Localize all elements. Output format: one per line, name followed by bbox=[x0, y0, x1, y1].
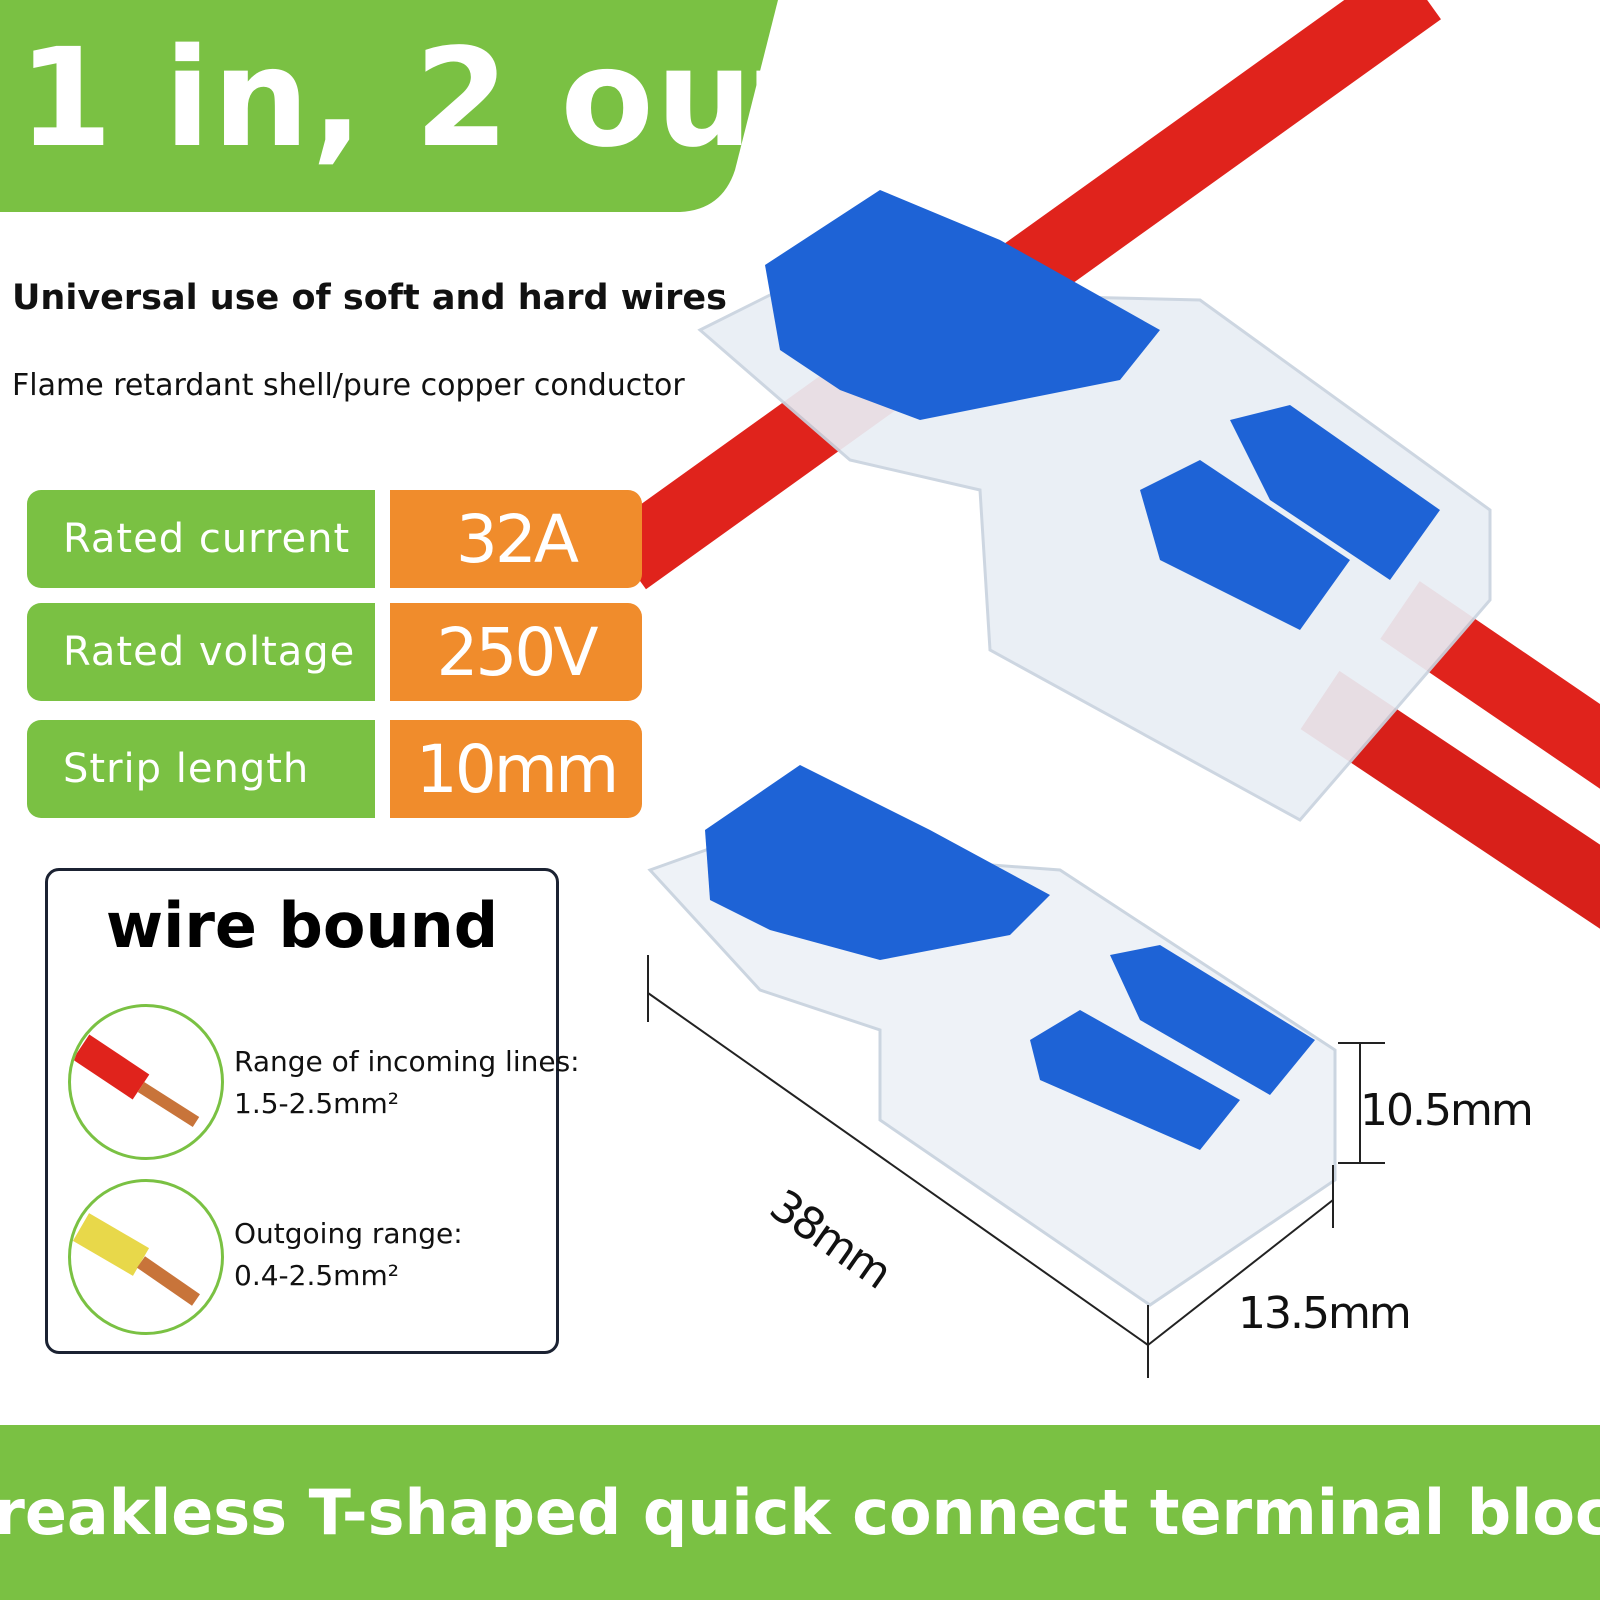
wire-bound-panel: wire bound Range of incoming lines: 1.5-… bbox=[45, 868, 580, 1354]
connector-bottom bbox=[647, 765, 1337, 1307]
yellow-wire-image bbox=[68, 1179, 224, 1335]
red-wire-image bbox=[68, 1004, 224, 1160]
spec-label-strip: Strip length bbox=[27, 720, 375, 818]
outgoing-range: Outgoing range: 0.4-2.5mm² bbox=[234, 1213, 463, 1297]
spec-label-voltage: Rated voltage bbox=[27, 603, 375, 701]
connector-top bbox=[697, 190, 1492, 822]
spec-value-strip: 10mm bbox=[390, 720, 642, 818]
incoming-label: Range of incoming lines: bbox=[234, 1045, 580, 1078]
headline-title: 1 in, 2 out bbox=[18, 20, 822, 178]
dimension-width: 13.5mm bbox=[1238, 1288, 1412, 1339]
dimension-height: 10.5mm bbox=[1360, 1085, 1534, 1136]
footer-caption: Breakless T-shaped quick connect termina… bbox=[0, 1425, 1600, 1600]
wire-bound-title: wire bound bbox=[105, 889, 499, 962]
outgoing-value: 0.4-2.5mm² bbox=[234, 1259, 399, 1292]
spec-value-voltage: 250V bbox=[390, 603, 642, 701]
dimension-lines bbox=[647, 955, 1385, 1378]
incoming-range: Range of incoming lines: 1.5-2.5mm² bbox=[234, 1041, 580, 1125]
feature-detail: Flame retardant shell/pure copper conduc… bbox=[12, 368, 685, 403]
outgoing-label: Outgoing range: bbox=[234, 1217, 463, 1250]
feature-headline: Universal use of soft and hard wires bbox=[12, 278, 727, 318]
spec-value-current: 32A bbox=[390, 490, 642, 588]
spec-label-current: Rated current bbox=[27, 490, 375, 588]
header-banner bbox=[0, 0, 778, 212]
incoming-value: 1.5-2.5mm² bbox=[234, 1087, 399, 1120]
